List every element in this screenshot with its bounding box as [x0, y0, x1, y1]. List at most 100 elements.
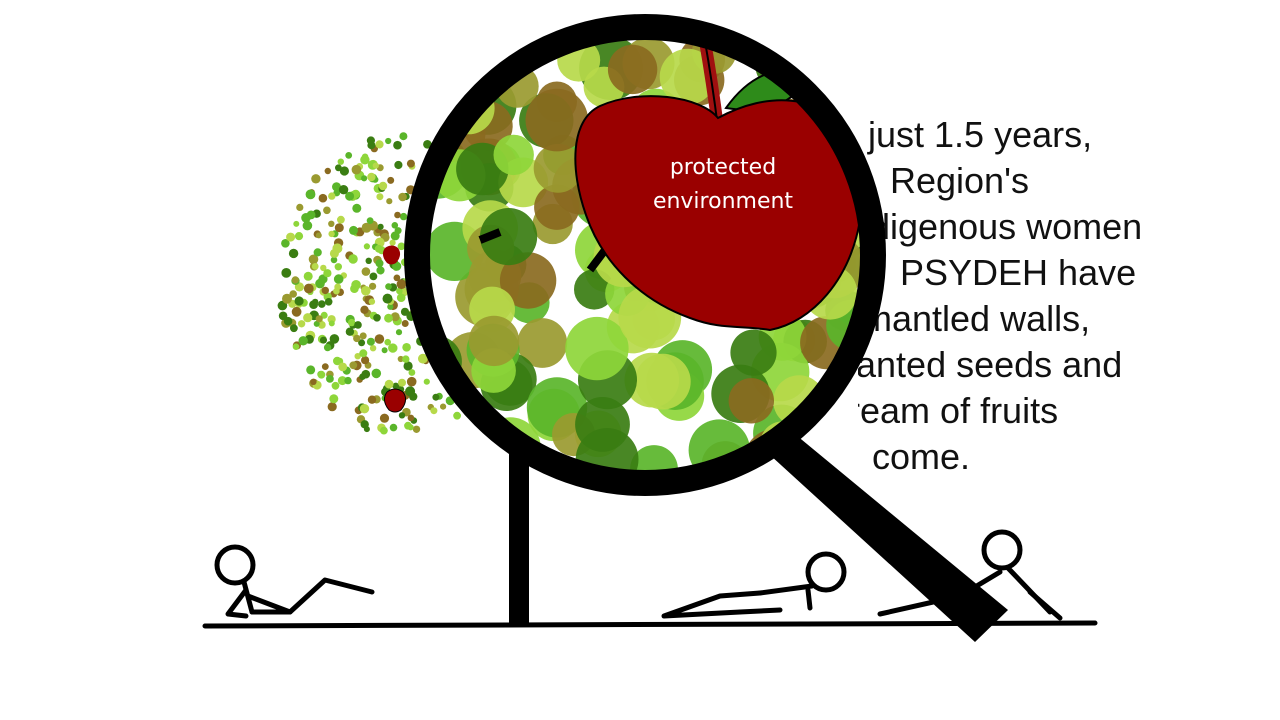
leaf-dot	[493, 134, 534, 176]
leaf-dot	[373, 314, 381, 322]
leaf-dot	[360, 155, 370, 165]
leaf-dot	[397, 242, 406, 251]
leaf-dot	[375, 140, 384, 149]
leaf-dot	[324, 167, 331, 175]
leaf-dot	[330, 256, 338, 264]
leaf-dot	[406, 376, 417, 387]
leaf-dot	[385, 283, 392, 290]
leaf-dot	[361, 267, 371, 276]
leaf-dot	[395, 329, 403, 336]
story-line-4: PSYDEH have	[900, 252, 1137, 293]
leaf-dot	[310, 378, 317, 385]
leaf-dot	[388, 343, 398, 353]
leaf-dot	[315, 232, 322, 239]
leaf-dot	[363, 243, 370, 250]
leaf-dot	[361, 175, 368, 182]
leaf-dot	[367, 395, 377, 404]
leaf-dot	[389, 239, 396, 246]
tree-trunk	[509, 440, 529, 626]
apple-icon	[383, 388, 407, 413]
leaf-dot	[337, 215, 345, 224]
leaf-dot	[366, 217, 374, 225]
story-line-5: mantled walls,	[862, 298, 1091, 339]
leaf-dot	[328, 230, 335, 238]
leaf-dot	[329, 248, 339, 258]
leaf-dot	[428, 422, 476, 472]
leaf-dot	[320, 336, 327, 344]
leaf-dot	[402, 355, 410, 363]
leaf-dot	[380, 426, 388, 435]
leaf-dot	[327, 402, 337, 412]
leaf-dot	[360, 305, 369, 314]
leaf-dot	[423, 140, 432, 149]
leaf-dot	[399, 132, 408, 141]
leaf-dot	[396, 293, 406, 303]
leaf-dot	[369, 345, 377, 352]
leaf-dot	[533, 143, 583, 193]
leaf-dot	[290, 324, 298, 333]
leaf-dot	[293, 220, 300, 227]
leaf-dot	[398, 192, 407, 202]
leaf-dot	[376, 193, 384, 201]
leaf-dot	[499, 252, 557, 309]
leaf-dot	[347, 318, 356, 327]
leaf-dot	[385, 137, 392, 145]
leaf-dot	[334, 223, 344, 233]
leaf-dot	[283, 316, 293, 326]
leaf-dot	[480, 208, 538, 266]
leaf-dot	[278, 311, 288, 321]
leaf-dot	[384, 313, 393, 323]
leaf-dot	[367, 172, 376, 182]
leaf-dot	[312, 298, 319, 306]
leaf-dot	[323, 269, 332, 278]
leaf-dot	[339, 166, 349, 176]
leaf-dot	[407, 414, 415, 422]
leaf-dot	[392, 261, 402, 271]
leaf-dot	[423, 378, 430, 385]
leaf-dot	[634, 353, 691, 410]
leaf-dot	[337, 376, 347, 386]
magnifying-glass-icon	[404, 14, 1008, 642]
leaf-dot	[281, 239, 290, 248]
leaf-dot	[332, 182, 341, 192]
apple-label-line1: protected	[670, 155, 776, 180]
leaf-dot	[298, 336, 308, 346]
leaf-dot	[391, 222, 399, 229]
leaf-dot	[453, 411, 461, 420]
leaf-dot	[389, 423, 398, 432]
leaf-dot	[468, 315, 520, 367]
leaf-dot	[328, 192, 336, 200]
leaf-dot	[361, 356, 370, 365]
leaf-dot	[318, 193, 328, 203]
leaf-dot	[333, 287, 340, 295]
leaf-dot	[396, 287, 403, 295]
leaf-dot	[311, 174, 321, 184]
leaf-dot	[302, 220, 313, 231]
leaf-dot	[365, 257, 372, 264]
leaf-dot	[377, 223, 384, 230]
leaf-dot	[313, 320, 320, 327]
leaf-dot	[305, 189, 316, 200]
leaf-dot	[822, 38, 862, 90]
leaf-dot	[398, 378, 406, 387]
leaf-dot	[358, 339, 366, 347]
leaf-dot	[281, 268, 292, 278]
leaf-dot	[387, 303, 394, 310]
leaf-dot	[430, 407, 438, 415]
leaf-dot	[659, 48, 716, 105]
leaf-dot	[321, 286, 329, 295]
leaf-dot	[517, 318, 568, 368]
leaf-dot	[303, 271, 313, 281]
leaf-dot	[376, 266, 385, 275]
story-line-2: Region's	[890, 160, 1029, 201]
leaf-dot	[349, 225, 358, 235]
leaf-dot	[320, 264, 327, 272]
leaf-dot	[361, 286, 371, 296]
stick-figure-icon	[661, 551, 847, 619]
leaf-dot	[317, 321, 326, 329]
leaf-dot	[306, 210, 316, 220]
leaf-dot	[329, 334, 340, 344]
leaf-dot	[354, 353, 361, 360]
leaf-dot	[291, 276, 299, 284]
